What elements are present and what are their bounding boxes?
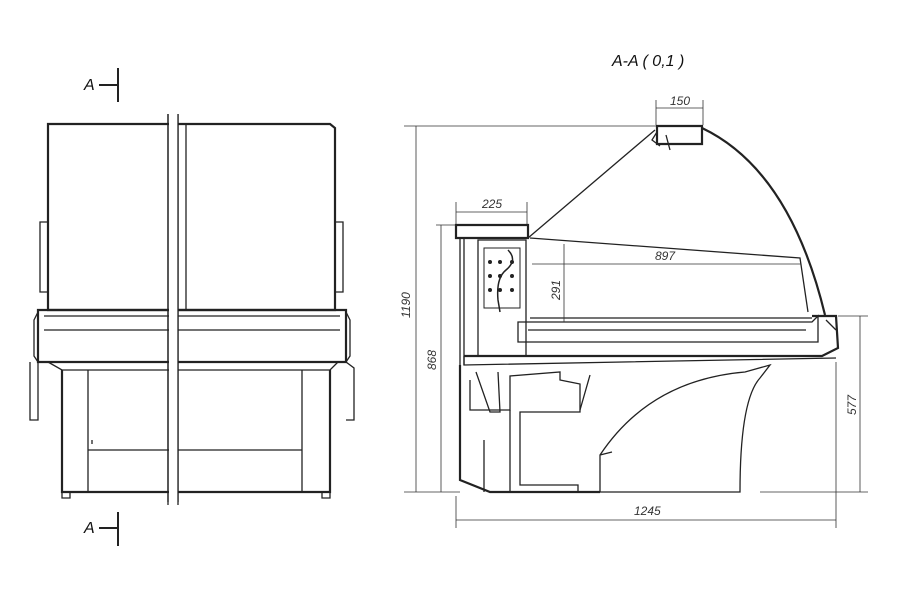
dim-1245: 1245: [634, 504, 661, 518]
evaporator-icon: [483, 247, 521, 313]
dim-150: 150: [670, 94, 690, 108]
section-marker-top: A: [83, 68, 119, 102]
section-view: [454, 124, 840, 494]
dim-1190: 1190: [399, 292, 413, 318]
dim-868: 868: [425, 350, 439, 370]
section-marker-top-label: A: [83, 77, 95, 94]
dim-225: 225: [481, 197, 502, 211]
section-title: A-A ( 0,1 ): [611, 53, 684, 70]
section-marker-bottom-label: A: [83, 520, 95, 537]
dim-291: 291: [549, 280, 563, 301]
dim-577: 577: [845, 394, 859, 415]
dimension-lines: [404, 100, 868, 528]
section-marker-bottom: A: [83, 512, 119, 546]
dim-897: 897: [655, 249, 676, 263]
front-view: [29, 110, 355, 505]
